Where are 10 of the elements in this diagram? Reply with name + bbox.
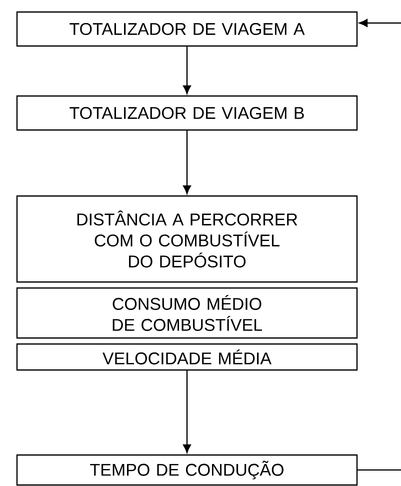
arrow bbox=[183, 46, 191, 94]
process-box: CONSUMO MÉDIO DE COMBUSTÍVEL bbox=[16, 287, 358, 339]
process-box: VELOCIDADE MÉDIA bbox=[16, 343, 358, 371]
process-box: TOTALIZADOR DE VIAGEM A bbox=[16, 11, 358, 47]
arrow bbox=[183, 370, 191, 453]
arrow bbox=[183, 130, 191, 194]
process-box: TOTALIZADOR DE VIAGEM B bbox=[16, 95, 358, 131]
process-box: TEMPO DE CONDUÇÃO bbox=[16, 454, 358, 486]
arrow bbox=[359, 19, 401, 27]
process-box: DISTÂNCIA A PERCORRER COM O COMBUSTÍVEL DO DEPÓSITO bbox=[16, 195, 358, 283]
